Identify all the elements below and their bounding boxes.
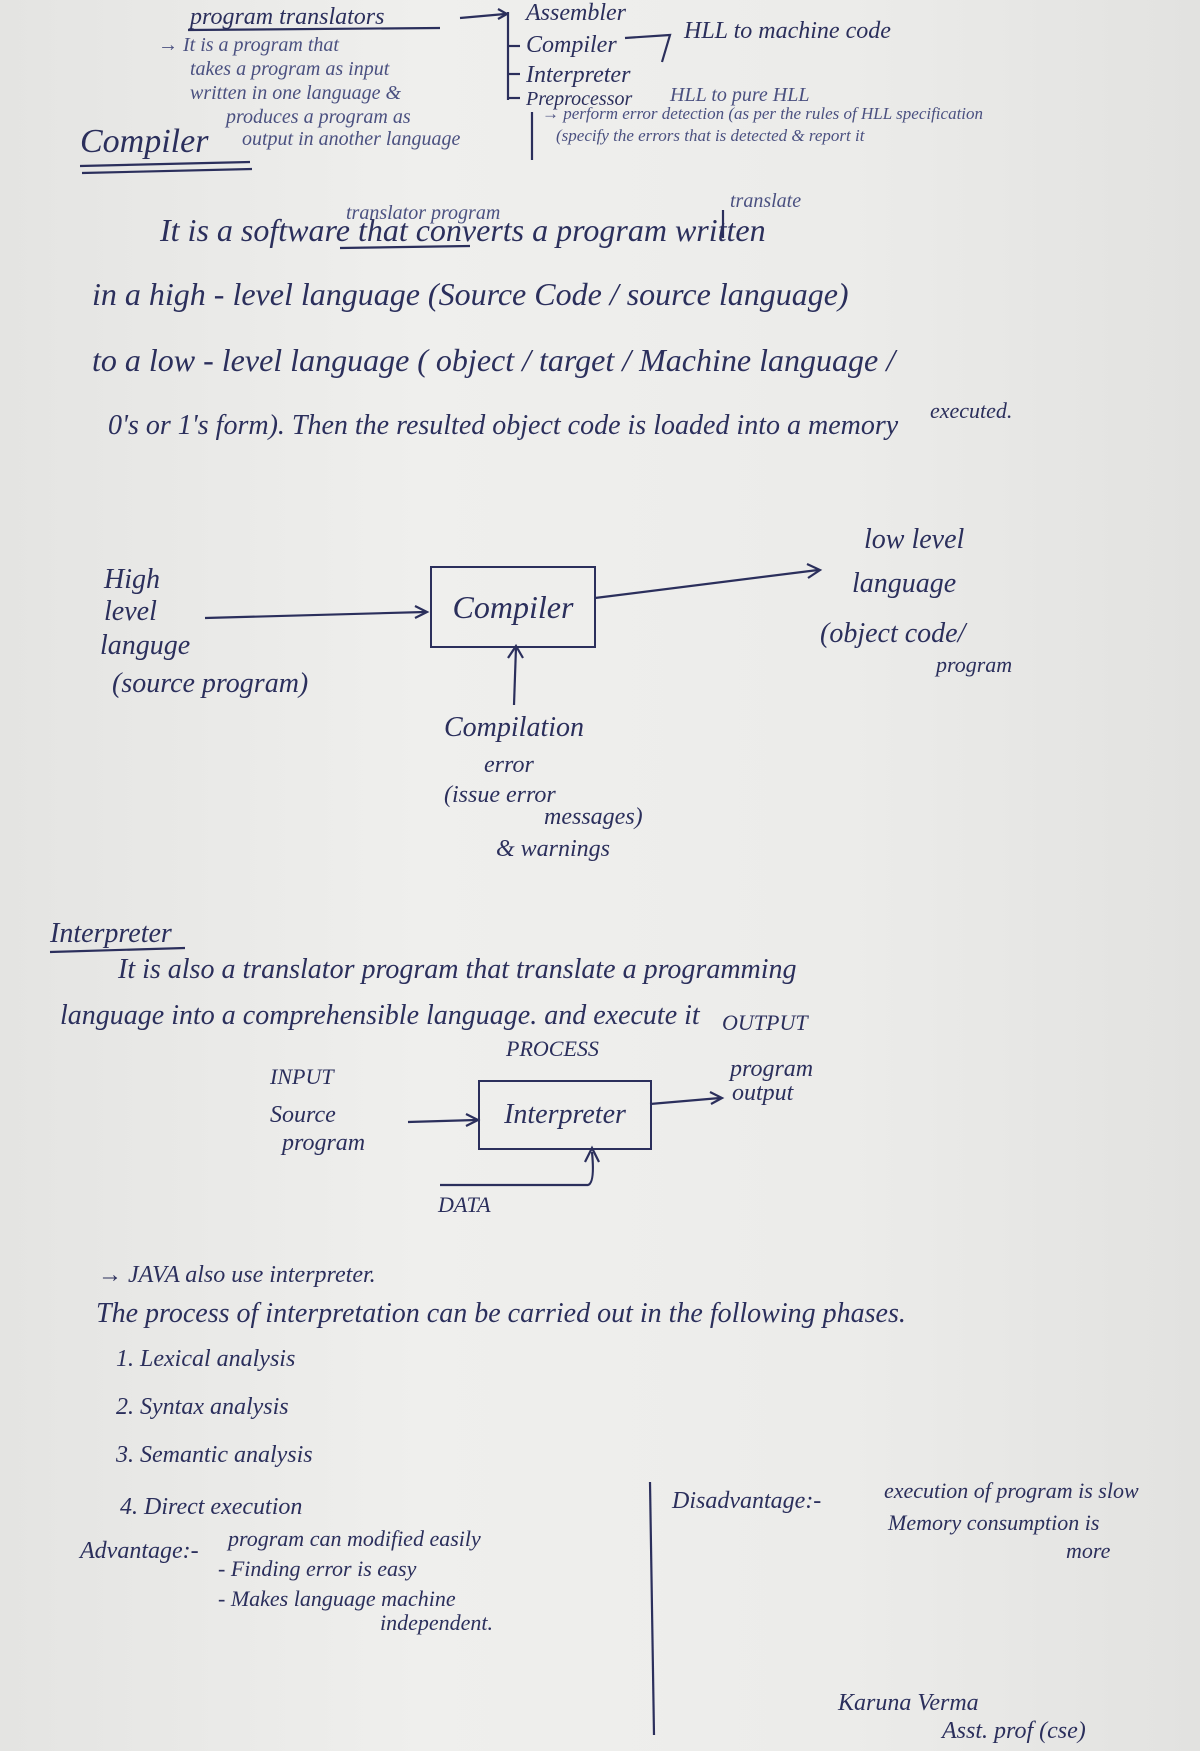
compiler-input-label-2: level: [104, 596, 157, 627]
hll-note: HLL to machine code: [684, 18, 891, 44]
translators-title: program translators: [190, 4, 385, 30]
compiler-error-label-1: Compilation: [444, 712, 585, 743]
compiler-output-label-3: (object code/: [820, 618, 966, 649]
definition-line-2: takes a program as input: [190, 58, 390, 80]
compiler-error-label-3: (issue error: [444, 782, 556, 808]
compiler-underline-2: [81, 167, 253, 175]
java-note: → JAVA also use interpreter.: [98, 1262, 376, 1288]
compiler-executed: executed.: [930, 398, 1013, 423]
phases-intro: The process of interpretation can be car…: [96, 1298, 906, 1329]
compiler-underline-1: [79, 160, 251, 168]
interp-output-label-1: program: [730, 1056, 814, 1082]
type-compiler: Compiler: [526, 32, 617, 58]
disadvantage-item-2: Memory consumption is: [888, 1510, 1100, 1535]
arrow-to-types: [459, 12, 506, 20]
compiler-output-arrowhead: [806, 563, 823, 579]
disadvantage-item-1: execution of program is slow: [884, 1478, 1139, 1503]
interp-output-label-2: output: [732, 1080, 794, 1106]
interp-input-arrow: [407, 1118, 477, 1124]
interpreter-line-1: It is also a translator program that tra…: [118, 954, 797, 985]
compiler-line-2: in a high - level language (Source Code …: [92, 276, 849, 312]
type-assembler: Assembler: [526, 0, 626, 26]
interpreter-line-2: language into a comprehensible language.…: [60, 1000, 700, 1031]
interp-output-arrowhead: [709, 1091, 725, 1105]
interp-output-arrow: [649, 1096, 721, 1106]
compiler-error-label-5: & warnings: [496, 836, 611, 862]
advantage-item-4: independent.: [380, 1610, 494, 1635]
compiler-input-label-4: (source program): [112, 668, 309, 699]
definition-line-4: produces a program as: [226, 106, 411, 128]
compiler-error-arrow: [512, 646, 518, 706]
type-preprocessor: Preprocessor: [526, 88, 633, 110]
compiler-error-label-4: messages): [544, 804, 643, 830]
interp-input-label-1: Source: [270, 1102, 336, 1128]
compiler-line-4: 0's or 1's form). Then the resulted obje…: [108, 410, 899, 441]
phase-item-1: 1. Lexical analysis: [116, 1346, 296, 1372]
compiler-input-arrowhead: [414, 605, 430, 619]
definition-line-1: → It is a program that: [158, 34, 339, 56]
definition-line-3: written in one language &: [190, 82, 402, 104]
interpreter-underline: [49, 946, 186, 954]
hll-bracket: [624, 33, 672, 63]
interp-output-heading: OUTPUT: [722, 1010, 808, 1035]
compiler-output-label-1: low level: [864, 524, 965, 555]
advantage-item-3: - Makes language machine: [218, 1586, 456, 1611]
definition-line-5: output in another language: [242, 128, 461, 150]
interpreter-box: Interpreter: [478, 1080, 652, 1150]
insert-translator-program: translator program: [346, 202, 501, 224]
compiler-input-arrow: [204, 610, 426, 620]
interp-process-heading: PROCESS: [506, 1036, 599, 1061]
signature-title: Asst. prof (cse): [942, 1718, 1086, 1744]
interpreter-heading: Interpreter: [50, 918, 172, 949]
signature-name: Karuna Verma: [838, 1690, 979, 1716]
compiler-line-3: to a low - level language ( object / tar…: [92, 342, 896, 378]
compiler-box: Compiler: [430, 566, 596, 648]
disadvantage-item-3: more: [1066, 1538, 1111, 1563]
interp-data-label: DATA: [438, 1192, 491, 1217]
adv-disadv-divider: [648, 1481, 656, 1736]
advantage-item-2: - Finding error is easy: [218, 1556, 417, 1581]
insert-translate: translate: [730, 190, 802, 212]
compiler-line-1: It is a software that converts a program…: [160, 212, 766, 248]
phase-item-3: 3. Semantic analysis: [116, 1442, 313, 1468]
advantage-label: Advantage:-: [80, 1538, 199, 1564]
software-underline: [339, 244, 471, 250]
interp-data-arrow: [440, 1151, 594, 1187]
interp-input-heading: INPUT: [270, 1064, 334, 1089]
compiler-error-label-2: error: [484, 752, 534, 778]
preprocessor-note: HLL to pure HLL: [670, 84, 810, 106]
compiler-output-label-2: language: [852, 568, 957, 599]
error-note-2: (specify the errors that is detected & r…: [556, 126, 865, 145]
interp-input-label-2: program: [282, 1130, 366, 1156]
disadvantage-label: Disadvantage:-: [672, 1488, 822, 1514]
advantage-item-1: program can modified easily: [228, 1526, 481, 1551]
phase-item-4: 4. Direct execution: [120, 1494, 303, 1520]
compiler-input-label-3: languge: [100, 630, 191, 661]
phase-item-2: 2. Syntax analysis: [116, 1394, 289, 1420]
compiler-output-arrow: [594, 568, 819, 600]
error-note-1: → perform error detection (as per the ru…: [542, 104, 984, 123]
compiler-output-label-4: program: [936, 652, 1013, 677]
compiler-input-label-1: High: [104, 564, 160, 595]
title-underline: [187, 26, 441, 32]
type-interpreter: Interpreter: [526, 62, 631, 88]
compiler-heading: Compiler: [80, 123, 209, 160]
